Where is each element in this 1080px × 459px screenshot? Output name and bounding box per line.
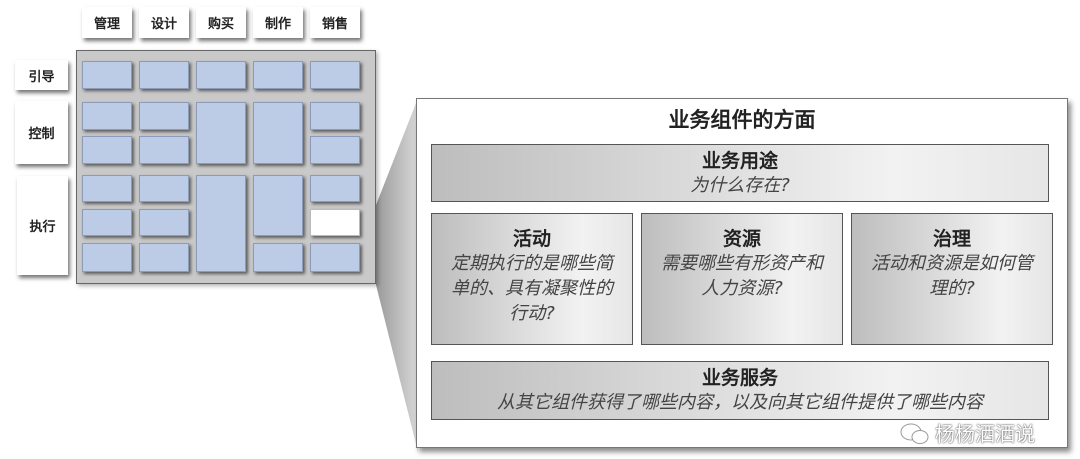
grid-cell — [139, 175, 189, 202]
grid-cell — [82, 243, 132, 272]
grid-cell — [310, 175, 360, 202]
grid-cell — [253, 243, 303, 272]
grid-cell — [82, 175, 132, 202]
governance-question: 活动和资源是如何管理的? — [871, 253, 1033, 299]
grid-cell — [139, 102, 189, 130]
highlighted-grid-cell — [310, 209, 360, 236]
grid-cell — [82, 209, 132, 236]
purpose-heading: 业务用途 — [701, 150, 778, 172]
column-header: 购买 — [196, 7, 246, 38]
grid-cell — [253, 102, 303, 164]
grid-cell — [139, 243, 189, 272]
services-question: 从其它组件获得了哪些内容，以及向其它组件提供了哪些内容 — [497, 392, 983, 413]
activities-heading: 活动 — [512, 228, 551, 250]
governance-heading: 治理 — [932, 228, 971, 250]
services-heading: 业务服务 — [701, 367, 778, 389]
watermark: 杨杨洒洒说 — [900, 422, 1035, 446]
business-services-box: 业务服务 从其它组件获得了哪些内容，以及向其它组件提供了哪些内容 — [431, 361, 1049, 420]
purpose-question: 为什么存在? — [690, 175, 790, 196]
column-header: 销售 — [310, 7, 360, 38]
column-header: 设计 — [139, 7, 189, 38]
column-header: 制作 — [253, 7, 303, 38]
grid-cell — [139, 209, 189, 236]
governance-box: 治理 活动和资源是如何管理的? — [851, 213, 1053, 345]
activities-box: 活动 定期执行的是哪些简单的、具有凝聚性的行动? — [431, 213, 633, 345]
grid-cell — [139, 136, 189, 164]
grid-cell — [196, 102, 246, 164]
grid-cell — [82, 136, 132, 164]
column-header: 管理 — [82, 7, 132, 38]
business-purpose-box: 业务用途 为什么存在? — [431, 144, 1049, 202]
grid-cell — [310, 136, 360, 164]
resources-box: 资源 需要哪些有形资产和人力资源? — [641, 213, 843, 345]
panel-title: 业务组件的方面 — [668, 108, 816, 132]
resources-heading: 资源 — [722, 228, 761, 250]
watermark-text: 杨杨洒洒说 — [935, 422, 1035, 446]
grid-cell — [310, 61, 360, 89]
grid-cell — [310, 243, 360, 272]
grid-cell — [196, 61, 246, 89]
grid-cell — [253, 61, 303, 89]
row-header: 执行 — [17, 176, 68, 275]
row-header: 引导 — [15, 60, 68, 90]
grid-cell — [82, 61, 132, 89]
grid-cell — [310, 102, 360, 130]
grid-cell — [196, 175, 246, 272]
resources-question: 需要哪些有形资产和人力资源? — [661, 253, 823, 299]
grid-cell — [139, 61, 189, 89]
activities-question: 定期执行的是哪些简单的、具有凝聚性的行动? — [451, 253, 613, 324]
row-header: 控制 — [15, 101, 68, 164]
wechat-icon — [900, 423, 929, 444]
grid-cell — [82, 102, 132, 130]
grid-cell — [253, 175, 303, 236]
